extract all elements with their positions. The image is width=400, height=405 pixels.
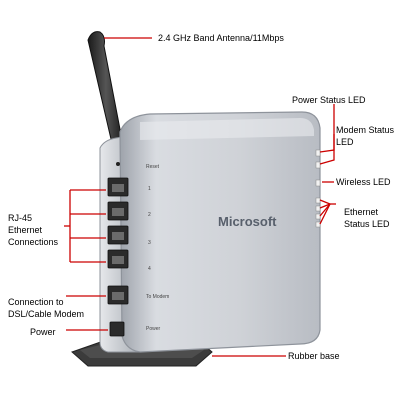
power-jack xyxy=(109,321,125,337)
ethernet-led-1 xyxy=(315,197,321,204)
wireless-led xyxy=(315,179,321,187)
modem-status-led xyxy=(315,161,321,169)
port-label-3: 3 xyxy=(148,240,151,246)
ethernet-led-4 xyxy=(315,221,321,228)
antenna xyxy=(87,31,125,153)
port-label-1: 1 xyxy=(148,186,151,192)
port-label-4: 4 xyxy=(148,266,151,272)
router-body xyxy=(119,111,321,353)
callout-lines xyxy=(64,37,336,357)
callout-rj45: RJ-45 Ethernet Connections xyxy=(8,213,59,247)
reset-button xyxy=(116,162,120,166)
port-label-to-modem: To Modem xyxy=(146,294,169,300)
port-label-2: 2 xyxy=(148,212,151,218)
ethernet-led-3 xyxy=(315,213,321,220)
callout-antenna: 2.4 GHz Band Antenna/11Mbps xyxy=(158,33,284,43)
status-leds xyxy=(315,149,321,228)
microsoft-logo: Microsoft xyxy=(218,214,277,229)
port-label-reset: Reset xyxy=(146,164,160,170)
callout-rubber-base: Rubber base xyxy=(288,351,340,361)
callout-modem-status-led: Modem Status LED xyxy=(336,125,395,147)
callout-power-status-led: Power Status LED xyxy=(292,95,366,105)
callout-ethernet-status-led: Ethernet Status LED xyxy=(344,207,390,229)
callout-modem-connection: Connection to DSL/Cable Modem xyxy=(8,297,85,319)
power-status-led xyxy=(315,149,321,157)
port-label-power: Power xyxy=(146,326,161,332)
callout-power: Power xyxy=(30,327,56,337)
callout-wireless-led: Wireless LED xyxy=(336,177,391,187)
ethernet-led-2 xyxy=(315,205,321,212)
